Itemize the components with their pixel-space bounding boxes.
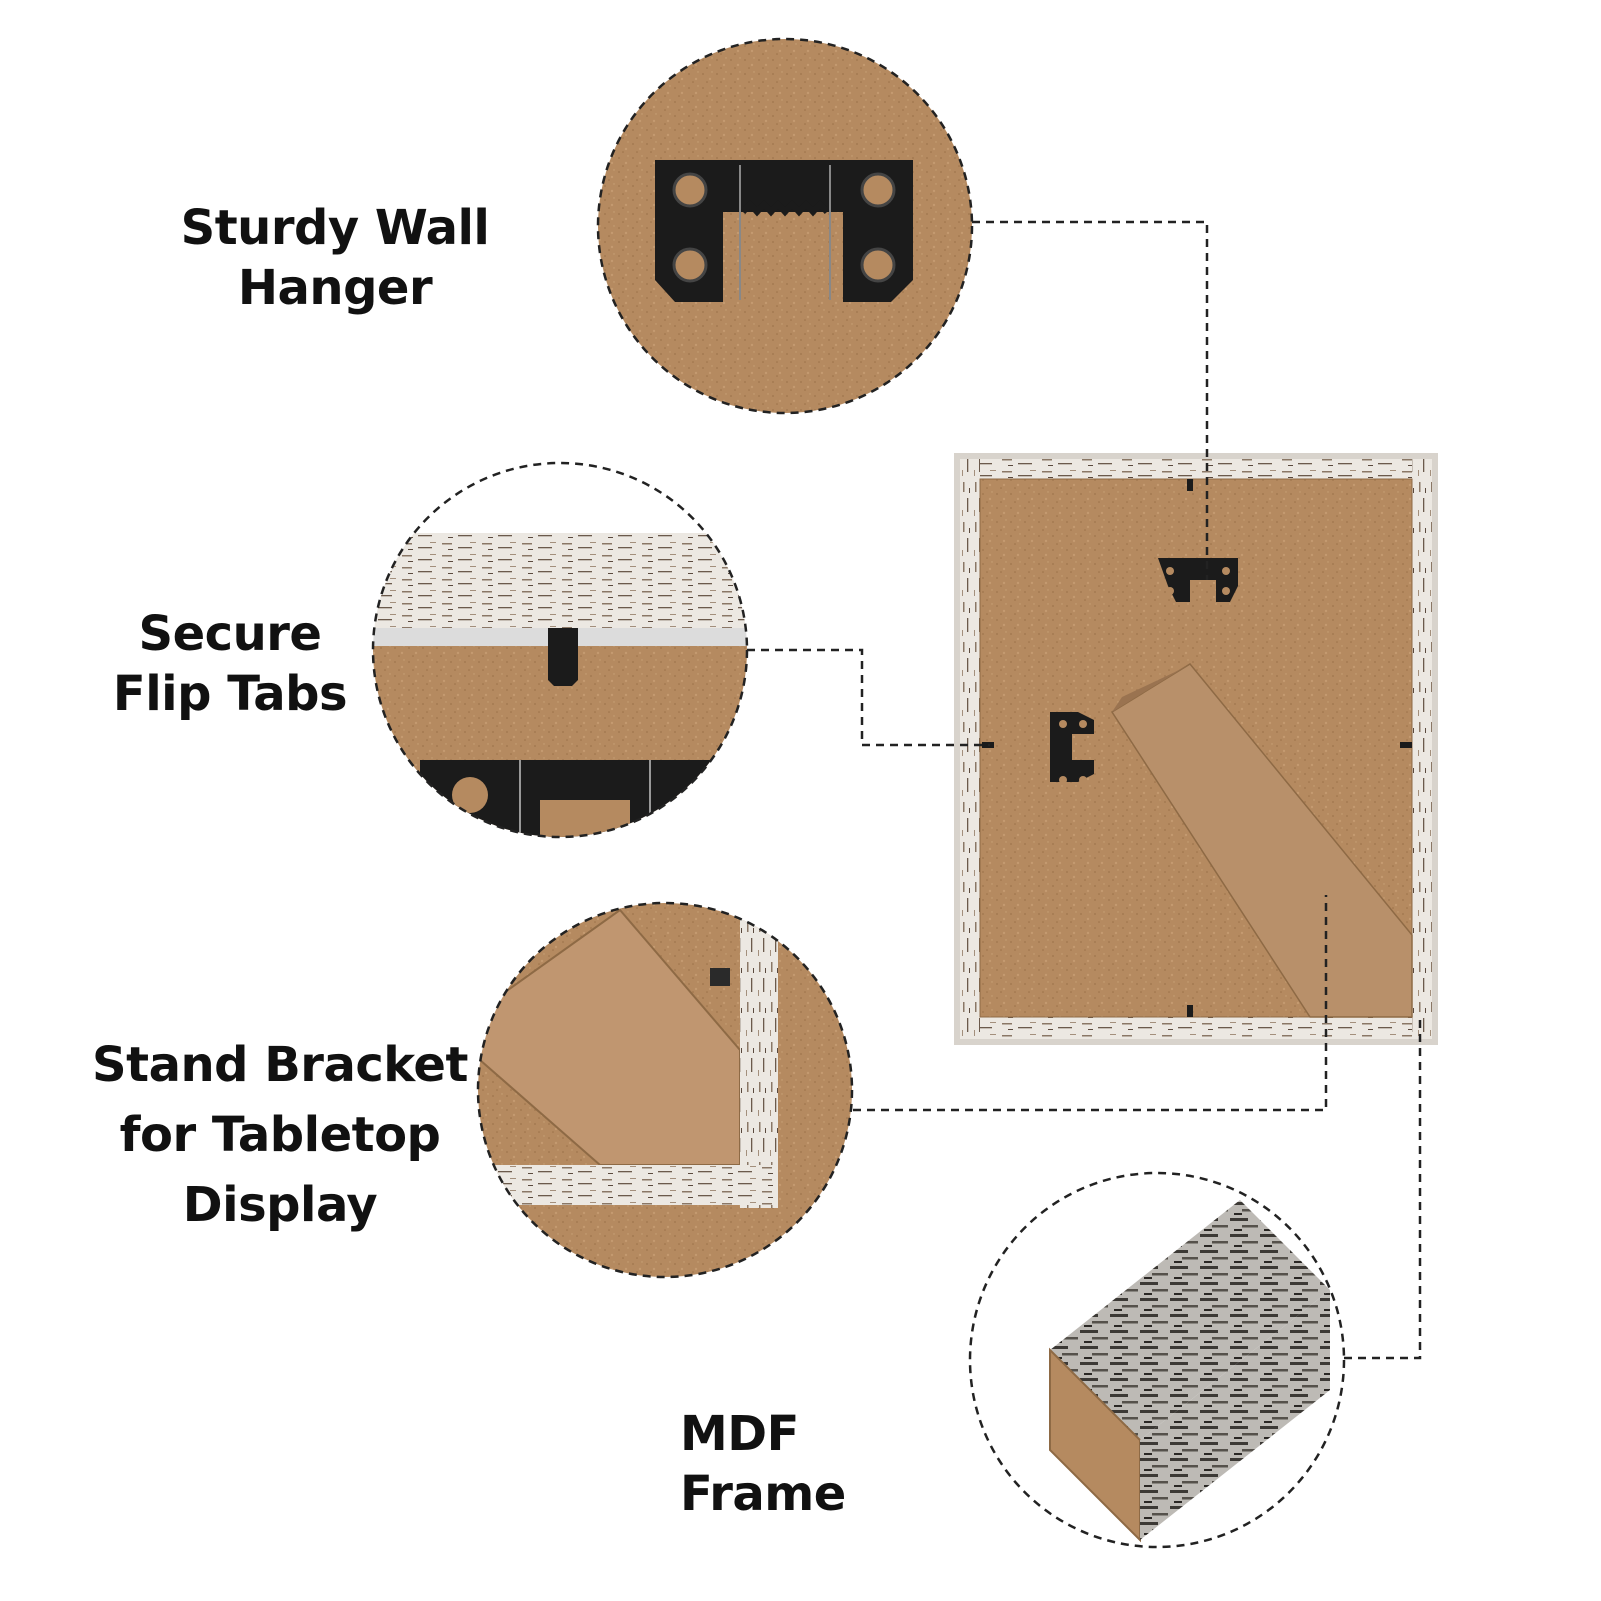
frame-side-hanger-icon (1050, 712, 1094, 784)
label-flip-tabs-line-1: Secure (138, 606, 322, 662)
label-stand-bracket-line-3: Display (182, 1177, 378, 1233)
label-stand-bracket-line-1: Stand Bracket (92, 1037, 468, 1093)
connector-flip-tabs (747, 648, 990, 747)
label-wall-hanger-line-1: Sturdy Wall Hanger (180, 200, 490, 316)
label-wall-hanger: Sturdy Wall Hanger (80, 198, 590, 318)
frame-back-view (954, 453, 1438, 1045)
label-mdf-frame-line-1: MDF Frame (680, 1406, 846, 1522)
connector-mdf-frame (1344, 1020, 1422, 1360)
label-mdf-frame: MDF Frame (680, 1404, 980, 1524)
connector-lines (747, 220, 1422, 1360)
stand-bracket-icon (476, 901, 854, 1279)
label-stand-bracket-line-2: for Tabletop (119, 1107, 441, 1163)
connector-stand-bracket (853, 895, 1328, 1112)
flip-tab-icon (371, 461, 749, 839)
frame-top-hanger-icon (1158, 558, 1238, 602)
wall-hanger-icon (596, 37, 974, 415)
label-flip-tabs: Secure Flip Tabs (90, 604, 370, 724)
frame-moulding-icon (968, 1171, 1346, 1549)
label-stand-bracket: Stand Bracket for Tabletop Display (90, 1030, 470, 1240)
label-flip-tabs-line-2: Flip Tabs (112, 666, 348, 722)
